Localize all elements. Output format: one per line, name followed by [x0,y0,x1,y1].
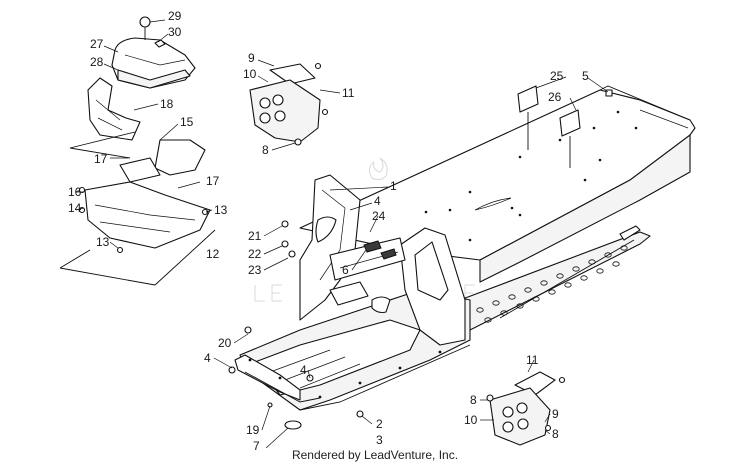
footer-credit: Rendered by LeadVenture, Inc. [291,448,459,462]
callout-17-lower: 17 [206,174,220,188]
callout-8-lower-right: 8 [552,427,559,441]
hardware [228,220,364,430]
callout-7: 7 [253,439,260,453]
callout-22: 22 [248,247,262,261]
callout-15: 15 [180,115,194,129]
callout-11-upper: 11 [342,86,355,100]
leader-lines [75,19,609,449]
callout-4-left: 4 [204,351,211,365]
callout-21: 21 [248,229,262,243]
left-mount-plate [59,131,216,286]
callout-14: 14 [68,201,82,215]
callout-9-upper: 9 [248,51,255,65]
callout-29: 29 [168,9,182,23]
callout-3: 3 [376,433,383,447]
top-cover-assembly [111,16,196,89]
callout-13-right: 13 [214,203,228,217]
callout-16: 16 [68,185,82,199]
callout-6: 6 [342,263,349,277]
chassis-tunnel [234,85,696,411]
callout-12: 12 [206,247,220,261]
callout-30: 30 [168,25,182,39]
callout-10-upper: 10 [243,67,257,81]
callout-17-upper: 17 [94,152,108,166]
callout-20: 20 [218,336,232,350]
callout-26: 26 [548,90,562,104]
callout-18: 18 [160,97,174,111]
callout-2: 2 [376,417,383,431]
callout-8-lower-left: 8 [470,393,477,407]
deck-holes [424,110,638,242]
callout-11-lower: 11 [526,353,539,367]
callout-9-lower: 9 [552,407,559,421]
callout-23: 23 [248,263,262,277]
steering-bracket-upper [249,62,329,146]
callout-28: 28 [90,55,104,69]
callout-24: 24 [372,209,386,223]
steering-bracket-lower [486,371,566,446]
callout-25: 25 [550,69,564,83]
callout-27: 27 [90,37,104,51]
callout-13-left: 13 [96,235,110,249]
callout-1: 1 [390,179,397,193]
callout-10-lower: 10 [464,413,478,427]
callout-8-upper: 8 [262,143,269,157]
callout-5: 5 [582,69,589,83]
callout-4-floor: 4 [300,363,307,377]
callout-labels: 29 30 27 28 18 15 17 17 16 14 13 13 12 9… [68,9,589,453]
rear-brackets [517,85,613,168]
callout-19: 19 [246,423,260,437]
left-console-bracket [87,77,206,183]
callout-4-upper: 4 [374,194,381,208]
